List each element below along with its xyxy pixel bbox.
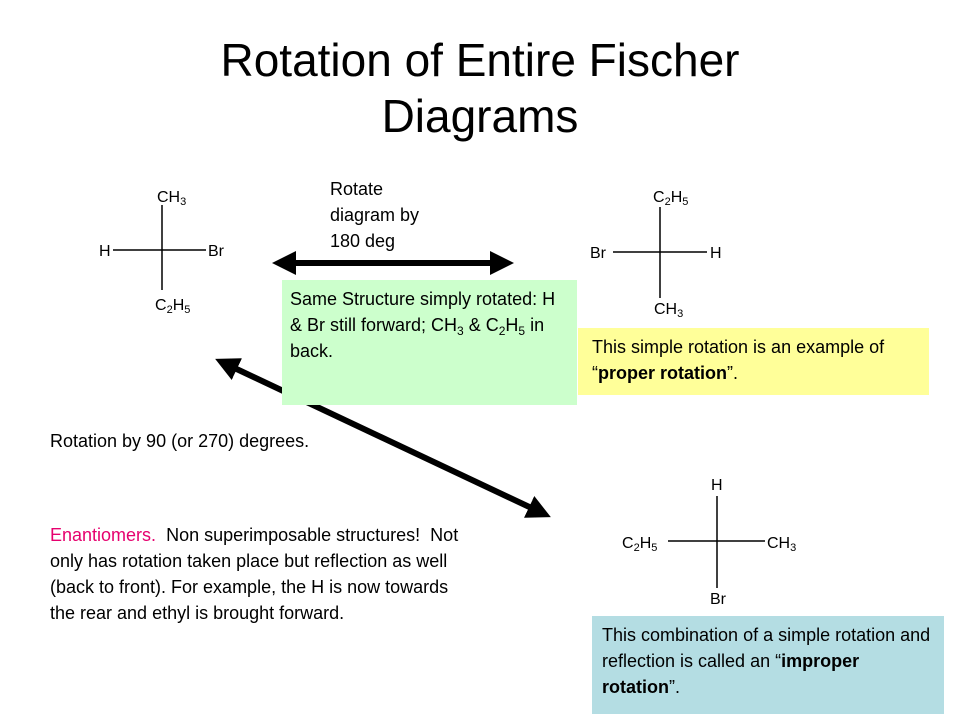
enantiomers-note: Enantiomers. Non superimposable structur…	[50, 522, 468, 626]
same-structure-text-4: in back.	[290, 315, 545, 361]
rotate-180-note: Rotate diagram by 180 deg	[330, 176, 470, 254]
m2-top-label: C2H5	[653, 189, 688, 208]
proper-rotation-term: proper rotation	[598, 363, 727, 383]
same-structure-text-1: Same Structure simply rotated: H & Br st…	[290, 289, 556, 335]
m2-bottom-label: CH3	[654, 301, 683, 320]
same-structure-sub-3: 5	[518, 324, 526, 338]
rotate-90-arrow	[215, 358, 551, 518]
improper-rotation-term: improper rotation	[602, 651, 860, 697]
title-line-1: Rotation of Entire Fischer	[220, 34, 740, 86]
improper-text-before: This combination of a simple rotation an…	[602, 625, 931, 671]
m3-top-label: H	[711, 477, 723, 494]
m1-top-label: CH3	[157, 189, 186, 208]
proper-text-before: This simple rotation is an example of “	[592, 337, 885, 383]
m2-left-label: Br	[590, 245, 607, 262]
same-structure-sub-1: 3	[457, 324, 464, 338]
fischer-molecule-3: H C2H5 CH3 Br	[622, 477, 796, 608]
m1-left-label: H	[99, 243, 111, 260]
title-line-2: Diagrams	[381, 90, 579, 142]
m1-bottom-label: C2H5	[155, 297, 190, 316]
enantiomers-text: Non superimposable structures! Not only …	[50, 525, 464, 623]
rotation-90-note: Rotation by 90 (or 270) degrees.	[50, 431, 310, 451]
same-structure-text-3: H	[505, 315, 519, 335]
same-structure-sub-2: 2	[498, 324, 506, 338]
proper-text-after: ”.	[727, 363, 738, 383]
m3-left-label: C2H5	[622, 535, 657, 554]
m1-right-label: Br	[208, 243, 225, 260]
enantiomers-label: Enantiomers.	[50, 525, 157, 545]
m3-right-label: CH3	[767, 535, 796, 554]
fischer-molecule-1: CH3 H Br C2H5	[99, 189, 225, 316]
m2-right-label: H	[710, 245, 722, 262]
fischer-molecule-2: C2H5 Br H CH3	[590, 189, 722, 320]
rotate-note-line-3: 180 deg	[330, 231, 396, 251]
rotate-note-line-1: Rotate	[330, 179, 384, 199]
m3-bottom-label: Br	[710, 591, 727, 608]
same-structure-text-2: & C	[463, 315, 499, 335]
rotate-note-line-2: diagram by	[330, 205, 420, 225]
improper-text-after: ”.	[669, 677, 680, 697]
slide-title: Rotation of Entire Fischer Diagrams	[0, 32, 960, 144]
improper-rotation-box: This combination of a simple rotation an…	[592, 616, 944, 714]
proper-rotation-box: This simple rotation is an example of “p…	[578, 328, 929, 395]
same-structure-box: Same Structure simply rotated: H & Br st…	[282, 280, 577, 405]
